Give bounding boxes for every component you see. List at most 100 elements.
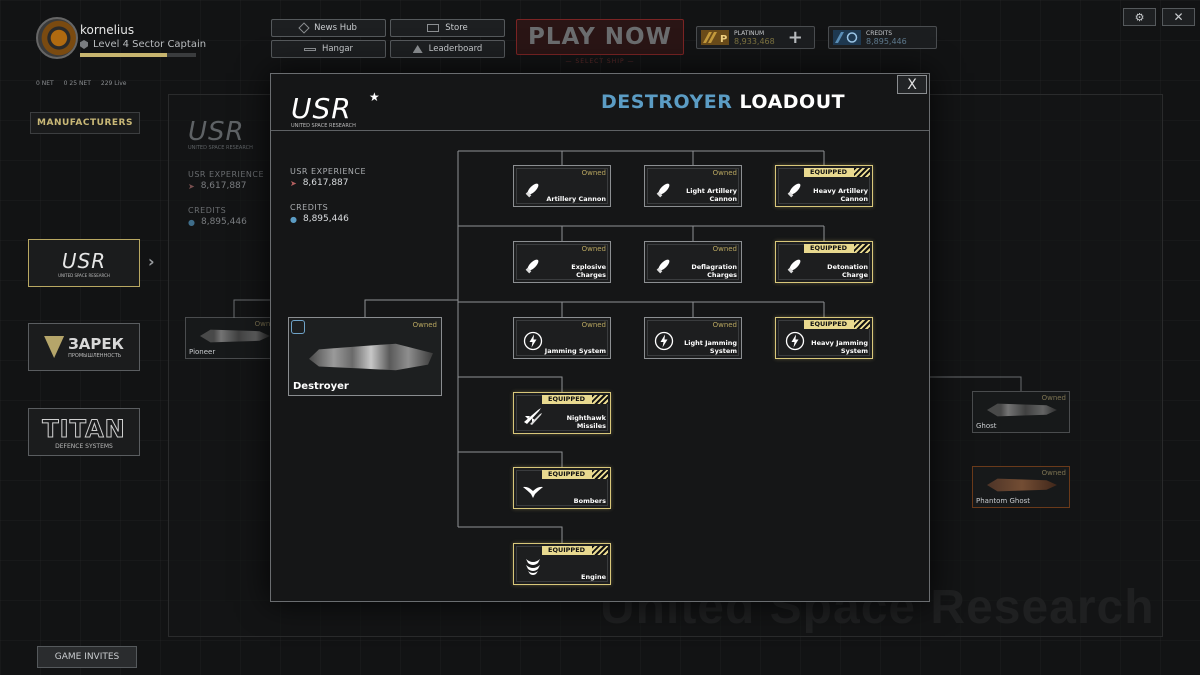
- store-label: Store: [445, 23, 468, 33]
- hangar-button[interactable]: Hangar: [271, 40, 386, 58]
- net-stat: 0 25 NET: [63, 80, 91, 87]
- bg-credits-value: ●8,895,446: [188, 217, 247, 227]
- bg-credits-label: CREDITS: [188, 206, 227, 215]
- lightning-icon: [653, 330, 675, 352]
- leaderboard-button[interactable]: Leaderboard: [390, 40, 505, 58]
- ship-status: Owned: [1041, 394, 1066, 402]
- titan-logo: TITAN: [42, 414, 126, 443]
- item-name: Heavy Jamming System: [811, 339, 868, 355]
- xp-progress-fill: [80, 53, 167, 57]
- news-hub-button[interactable]: News Hub: [271, 19, 386, 37]
- maker-titan[interactable]: TITAN DEFENCE SYSTEMS: [28, 408, 140, 456]
- card-frame: [516, 320, 608, 356]
- modal-title-accent: DESTROYER: [601, 91, 733, 113]
- owned-status: Owned: [712, 321, 737, 329]
- shell-icon: [784, 254, 806, 276]
- modal-title: DESTROYER LOADOUT: [601, 91, 845, 113]
- item-name: Engine: [581, 572, 606, 581]
- maker-zarek[interactable]: ЗАРЕК ПРОМЫШЛЕННОСТЬ: [28, 323, 140, 371]
- card-frame: [647, 320, 739, 356]
- card-frame: [516, 244, 608, 280]
- bg-usr-logo: USR: [188, 117, 245, 147]
- ship-icon: [303, 47, 316, 51]
- store-button[interactable]: Store: [390, 19, 505, 37]
- owned-status: Owned: [581, 321, 606, 329]
- lightning-icon: [522, 330, 544, 352]
- platinum-display[interactable]: P PLATINUM 8,933,468 +: [696, 26, 815, 49]
- ship-name: Phantom Ghost: [976, 497, 1030, 505]
- usr-experience-value: ➤ 8,617,887: [290, 178, 349, 188]
- usr-logo: USR: [61, 248, 107, 273]
- net-stat: 229 Live: [100, 80, 127, 87]
- item-name: Jamming System: [544, 346, 606, 355]
- usr-logo-subtitle: UNITED SPACE RESEARCH: [291, 123, 356, 129]
- platinum-value: 8,933,468: [734, 36, 775, 46]
- modal-header: USR ★ UNITED SPACE RESEARCH DESTROYER LO…: [271, 74, 929, 131]
- bg-usr-experience-value: ➤8,617,887: [188, 181, 247, 191]
- lightning-icon: [784, 330, 806, 352]
- modal-close-button[interactable]: X: [897, 75, 927, 94]
- player-avatar[interactable]: [36, 17, 78, 59]
- leaderboard-label: Leaderboard: [428, 44, 483, 54]
- equipped-badge: EQUIPPED: [804, 168, 870, 177]
- destroyer-ship-card[interactable]: Owned Destroyer: [288, 317, 442, 396]
- game-invites-button[interactable]: GAME INVITES: [37, 646, 137, 668]
- zarek-subtitle: ПРОМЫШЛЕННОСТЬ: [68, 353, 122, 359]
- ship-image: [987, 478, 1057, 492]
- gear-icon: ⚙: [1134, 10, 1145, 24]
- titan-subtitle: DEFENCE SYSTEMS: [55, 442, 113, 450]
- star-icon: ★: [369, 90, 380, 104]
- settings-button[interactable]: ⚙: [1123, 8, 1156, 26]
- bg-usr-experience-text: 8,617,887: [200, 181, 247, 191]
- play-now-button[interactable]: PLAY NOW: [516, 19, 684, 55]
- ship-name: Ghost: [976, 422, 997, 430]
- net-stat: 0 NET: [36, 80, 54, 87]
- ship-image: [987, 403, 1057, 417]
- item-name: Heavy Artillery Cannon: [813, 187, 868, 203]
- shell-icon: [522, 178, 544, 200]
- owned-status: Owned: [581, 169, 606, 177]
- missile-icon: [522, 405, 544, 427]
- equipped-badge: EQUIPPED: [542, 546, 608, 555]
- ship-card-ghost[interactable]: Ghost Owned: [972, 391, 1070, 433]
- destroyer-image: [309, 343, 433, 371]
- bg-usr-experience-label: USR EXPERIENCE: [188, 170, 265, 179]
- add-platinum-icon[interactable]: +: [787, 27, 803, 48]
- ship-card-phantom-ghost[interactable]: Phantom Ghost Owned: [972, 466, 1070, 508]
- credits-display: CREDITS 8,895,446: [828, 26, 937, 49]
- hangar-label: Hangar: [321, 44, 354, 54]
- item-name: Nighthawk Missiles: [566, 414, 606, 430]
- item-name: Detonation Charge: [827, 263, 868, 279]
- item-name: Bombers: [573, 496, 606, 505]
- trophy-icon: [412, 45, 423, 53]
- loadout-item-card[interactable]: EQUIPPED Heavy Artillery Cannon: [775, 165, 873, 207]
- maker-usr[interactable]: USR UNITED SPACE RESEARCH: [28, 239, 140, 287]
- ship-small-icon: ➤: [290, 178, 297, 188]
- modal-title-main: LOADOUT: [739, 91, 846, 113]
- exit-button[interactable]: ✕: [1162, 8, 1195, 26]
- player-level-text: Level 4 Sector Captain: [93, 39, 207, 50]
- loadout-item-card[interactable]: EQUIPPED Engine: [513, 543, 611, 585]
- xp-progress-bar: [80, 53, 196, 57]
- item-name: Light Jamming System: [684, 339, 737, 355]
- ship-image: [200, 329, 270, 343]
- svg-text:P: P: [720, 34, 727, 45]
- shell-icon: [784, 178, 806, 200]
- card-frame: [516, 168, 608, 204]
- ship-status: Owned: [1041, 469, 1066, 477]
- card-frame: [647, 168, 739, 204]
- news-hub-label: News Hub: [314, 23, 357, 33]
- ship-status: Owned: [254, 320, 279, 328]
- ship-card-pioneer[interactable]: Pioneer Owned: [185, 317, 283, 359]
- owned-status: Owned: [712, 245, 737, 253]
